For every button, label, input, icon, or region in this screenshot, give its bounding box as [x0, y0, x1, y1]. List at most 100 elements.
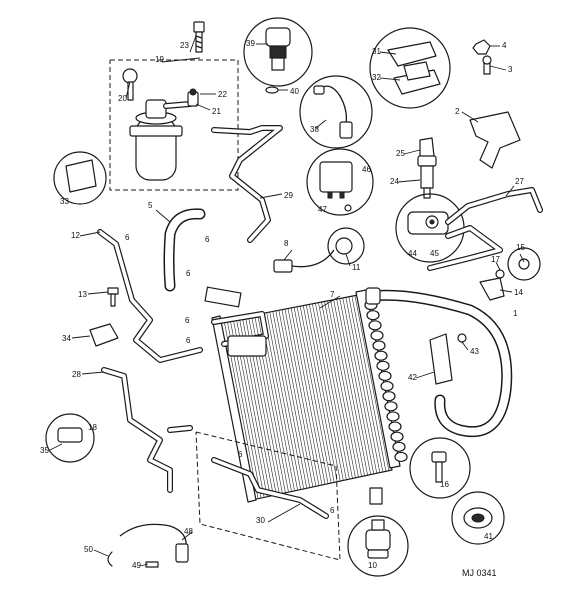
condenser-fin — [290, 307, 326, 485]
condenser-fin — [348, 296, 384, 473]
callout-6e: 6 — [238, 450, 243, 459]
condenser-lower-mount — [369, 487, 383, 505]
condenser-fin — [336, 299, 371, 475]
callout-24: 24 — [390, 177, 399, 186]
callout-3: 3 — [508, 65, 513, 74]
callout-6d: 6 — [186, 336, 191, 345]
condenser-left-tank — [211, 315, 257, 503]
condenser-fin — [302, 305, 338, 482]
temperature-sensor — [107, 523, 189, 568]
callout-45: 45 — [430, 249, 439, 258]
receiver-drier — [122, 68, 199, 181]
condenser-fin — [321, 301, 356, 478]
mounting-bracket-2 — [469, 111, 521, 169]
callout-18: 18 — [88, 423, 97, 432]
relay — [306, 148, 374, 216]
callout-20: 20 — [118, 94, 127, 103]
condenser-fin — [327, 300, 362, 477]
callout-5: 5 — [148, 201, 153, 210]
bracket-42 — [429, 333, 467, 385]
condenser-fin — [351, 296, 387, 472]
condenser-coil-loop — [370, 330, 384, 341]
grommet-11 — [327, 227, 365, 265]
callout-12: 12 — [71, 231, 80, 240]
condenser-pipe-block — [227, 335, 267, 357]
condenser-fin — [339, 298, 375, 474]
condenser-fin — [296, 306, 332, 484]
condenser-coil-loop — [378, 370, 392, 382]
bolt-23 — [193, 21, 205, 53]
callout-7: 7 — [330, 290, 335, 299]
callout-35: 35 — [40, 446, 49, 455]
condenser-fin — [287, 308, 323, 486]
condenser-coil-loop — [374, 350, 388, 361]
callout-17: 17 — [491, 255, 500, 264]
callout-43: 43 — [470, 347, 479, 356]
pipe-clip-bracket — [369, 27, 451, 109]
pipe-28 — [102, 368, 172, 492]
rubber-mount-10 — [347, 515, 409, 577]
condenser-coil-loop — [388, 421, 402, 432]
callout-39: 39 — [246, 39, 255, 48]
condenser-assembly — [204, 286, 408, 505]
callout-41: 41 — [484, 532, 493, 541]
condenser-fin — [342, 297, 378, 474]
condenser-fin — [278, 310, 314, 488]
condenser-coil-loop — [390, 431, 404, 442]
condenser-coil-loop — [376, 360, 390, 371]
condenser-mounting-bracket — [204, 286, 242, 308]
callout-2: 2 — [455, 107, 460, 116]
condenser-coil-loop — [372, 340, 386, 351]
condenser-fin — [272, 311, 308, 489]
callout-32: 32 — [372, 73, 381, 82]
callout-14: 14 — [514, 288, 523, 297]
nut-and-screw — [472, 39, 492, 75]
callout-22: 22 — [218, 90, 227, 99]
callout-44: 44 — [408, 249, 417, 258]
condenser-fin — [354, 295, 390, 471]
condenser-coil-loop — [382, 391, 396, 402]
callout-6a: 6 — [125, 233, 130, 242]
switch-8 — [273, 249, 335, 273]
callout-48: 48 — [184, 527, 193, 536]
bolt-16 — [409, 437, 471, 499]
condenser-coil-loop — [384, 401, 398, 412]
callout-leader-lines — [49, 35, 525, 567]
condenser-fin — [315, 303, 350, 480]
condenser-fin — [284, 309, 320, 486]
condenser-fin — [318, 302, 353, 479]
callout-6g: 6 — [185, 316, 190, 325]
condenser-fin — [263, 313, 298, 491]
condenser-coil-loop — [380, 380, 394, 392]
condenser-fin — [305, 304, 341, 482]
receiver-drier-clamp — [129, 125, 183, 137]
receiver-drier-group-outline — [109, 59, 239, 191]
clip-33 — [53, 151, 107, 205]
callout-16: 16 — [440, 480, 449, 489]
callout-10: 10 — [368, 561, 377, 570]
grommet-41 — [451, 491, 505, 545]
callout-labels: 1 2 3 4 5 6 6 6 6 6 6 6 7 8 10 11 12 13 … — [40, 39, 525, 578]
condenser-fin — [330, 300, 365, 476]
condenser-coil-loop — [392, 441, 406, 452]
callout-11: 11 — [352, 263, 361, 272]
callout-6b: 6 — [205, 235, 210, 244]
callout-33: 33 — [60, 197, 69, 206]
pipe-29 — [212, 126, 282, 242]
clip-18 — [45, 413, 95, 463]
condenser-fin — [299, 306, 335, 483]
callout-28: 28 — [72, 370, 81, 379]
condenser-fin — [269, 311, 305, 489]
pipe-group-30-outline — [195, 431, 341, 561]
condenser-fin — [266, 312, 301, 490]
condenser-right-coil-tubes — [364, 299, 408, 463]
callout-15: 15 — [516, 243, 525, 252]
callout-34: 34 — [62, 334, 71, 343]
bolt-head — [122, 68, 138, 84]
condenser-coil-loop — [394, 451, 408, 463]
callout-4: 4 — [502, 41, 507, 50]
grommet-34 — [89, 323, 119, 347]
callout-46: 46 — [362, 165, 371, 174]
condenser-fin — [309, 304, 344, 481]
